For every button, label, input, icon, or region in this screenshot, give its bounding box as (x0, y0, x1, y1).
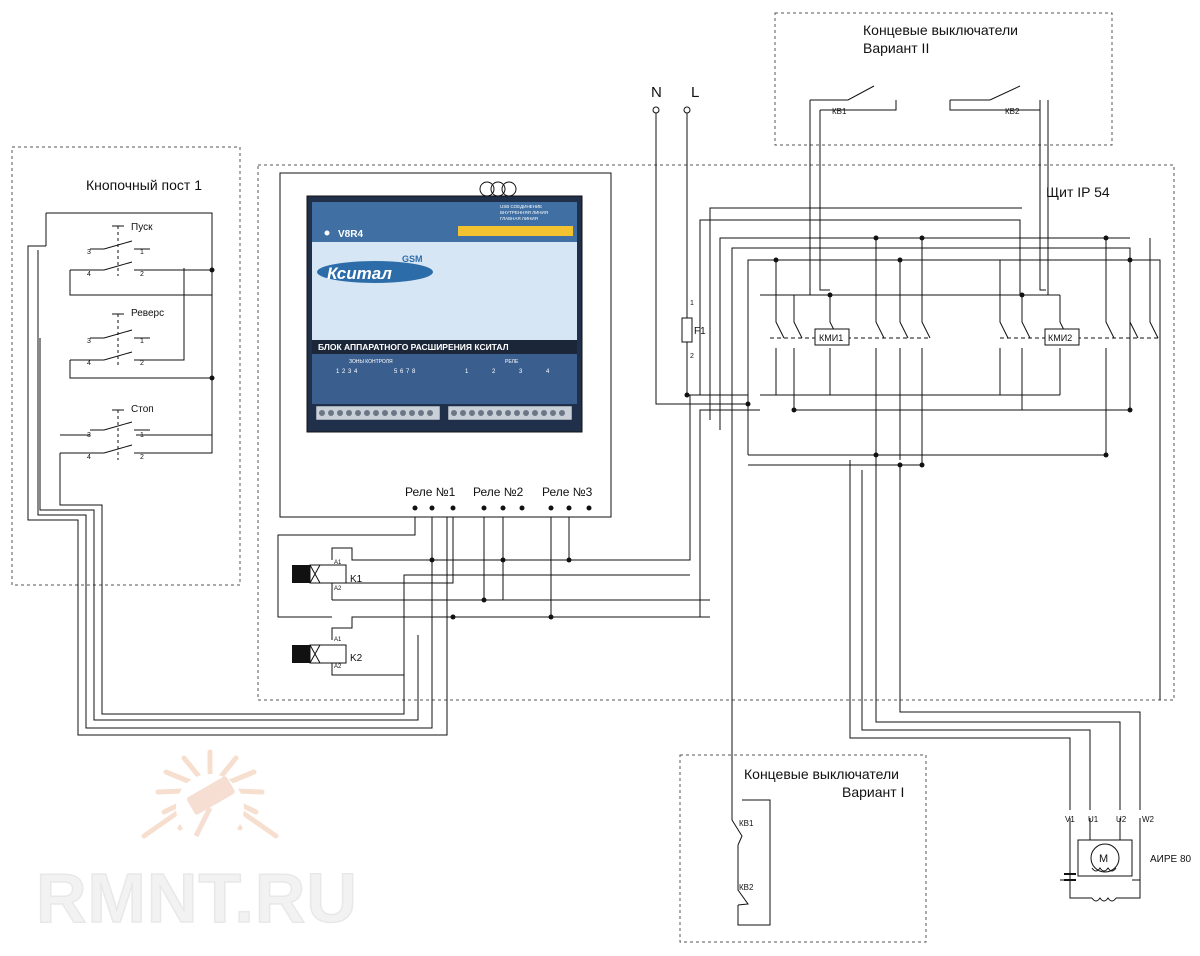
device-title: БЛОК АППАРАТНОГО РАСШИРЕНИЯ КСИТАЛ (318, 342, 509, 352)
pin-label: 1 (140, 432, 144, 439)
button-stop-label: Стоп (131, 404, 154, 415)
n-terminal (652, 106, 660, 114)
pin-label: 1 (140, 338, 144, 345)
expansion-unit-device: V8R4 USB СОЕДИНЕНИЕ ВНУТРЕННЯЯ ЛИНИЯ ГЛА… (279, 172, 612, 518)
motor: M АИРЕ 80 V1 U1 U2 W2 (1060, 815, 1192, 902)
motor-terminal-w2: W2 (1142, 815, 1155, 824)
pin-label: 3 (87, 432, 91, 439)
kv1-v2-label: КВ1 (832, 107, 847, 116)
contactor-kmi2: КМИ2 (1000, 328, 1160, 346)
motor-model: АИРЕ 80 (1150, 854, 1192, 865)
contactor-kmi2-label: КМИ2 (1048, 333, 1072, 343)
button-stop (90, 409, 150, 460)
zone-number: 1 (336, 369, 340, 375)
device-led-legend-3: ГЛАВНАЯ ЛИНИЯ (500, 216, 538, 221)
zone-numbers: 1 2 3 4 5 6 7 8 (336, 369, 416, 375)
kv2-v1-label: КВ2 (739, 883, 754, 892)
relay-numbers: 1 2 3 4 (465, 369, 550, 375)
motor-terminal-v1: V1 (1065, 815, 1075, 824)
coil-k1-a2: A2 (334, 586, 342, 592)
fuse-label: F1 (694, 326, 706, 337)
status-led (324, 230, 330, 236)
button-reverse-label: Реверс (131, 308, 164, 319)
zone-number: 6 (400, 369, 404, 375)
limit-switch-kv1-v1 (731, 810, 743, 846)
pin-label: 2 (140, 454, 144, 461)
coil-k1-label: K1 (350, 574, 363, 585)
coil-k2-label: K2 (350, 653, 363, 664)
zone-number: 2 (342, 369, 346, 375)
zone-number: 7 (406, 369, 410, 375)
button-station-box (11, 146, 241, 586)
button-start-label: Пуск (131, 222, 153, 233)
pin-label: 3 (87, 249, 91, 256)
relay-1-label: Реле №1 (405, 485, 456, 499)
coil-k1-a1: A1 (334, 560, 342, 566)
pin-label: 2 (140, 271, 144, 278)
coil-k2-a1: A1 (334, 637, 342, 643)
limit-switches-v2-title-1: Концевые выключатели (863, 22, 1018, 38)
enclosures (11, 12, 1175, 943)
limit-switch-kv2-v2 (949, 85, 1049, 111)
motor-terminal-u1: U1 (1088, 815, 1099, 824)
kv2-v2-label: КВ2 (1005, 107, 1020, 116)
junction-dots (209, 235, 1133, 620)
l-label: L (691, 84, 699, 101)
motor-symbol: M (1099, 853, 1108, 865)
pin-label: 4 (87, 271, 91, 278)
relay-number: 1 (465, 369, 469, 375)
limit-switches-v2-title-2: Вариант II (863, 40, 929, 56)
pin-label: 2 (140, 360, 144, 367)
terminal-screws (319, 410, 565, 416)
l-terminal (683, 106, 691, 114)
pin-label: 1 (140, 249, 144, 256)
zone-number: 3 (348, 369, 352, 375)
brand-swoosh (317, 261, 433, 283)
contactor-kmi1-label: КМИ1 (819, 333, 843, 343)
device-gsm: GSM (402, 254, 423, 264)
zones-label: ЗОНЫ КОНТРОЛЯ (349, 359, 393, 365)
relay-number: 4 (546, 369, 550, 375)
relay-label: РЕЛЕ (505, 359, 519, 365)
limit-switch-kv1-v2 (810, 85, 897, 111)
pin-label: 4 (87, 360, 91, 367)
motor-terminal-u2: U2 (1116, 815, 1127, 824)
relay-3-label: Реле №3 (542, 485, 593, 499)
watermark: RMNT.RU (35, 749, 358, 938)
n-label: N (651, 84, 662, 101)
fuse-f1: F1 1 2 (681, 300, 706, 360)
relay-number: 3 (519, 369, 523, 375)
device-brand: Кситал (327, 264, 392, 283)
coil-k1: K1 A1 A2 (292, 560, 363, 592)
panel-box (257, 164, 1175, 701)
kv1-v1-label: КВ1 (739, 819, 754, 828)
watermark-text: RMNT.RU (36, 859, 358, 937)
limit-switches-v1-box (679, 754, 927, 943)
device-led-legend-2: ВНУТРЕННЯЯ ЛИНИЯ (500, 210, 548, 215)
panel-title: Щит IP 54 (1046, 184, 1110, 200)
device-model: V8R4 (338, 229, 363, 240)
button-start (90, 225, 150, 276)
fuse-pin-1: 1 (690, 300, 694, 307)
button-station-title: Кнопочный пост 1 (86, 177, 202, 193)
pin-label: 4 (87, 454, 91, 461)
pin-label: 3 (87, 338, 91, 345)
button-reverse (90, 313, 150, 366)
zone-number: 5 (394, 369, 398, 375)
limit-switches-v1-title-2: Вариант I (842, 784, 904, 800)
device-led-legend-1: USB СОЕДИНЕНИЕ (500, 204, 542, 209)
zone-number: 4 (354, 369, 358, 375)
contactor-kmi1: КМИ1 (770, 328, 930, 346)
coil-k2-a2: A2 (334, 664, 342, 670)
relay-2-label: Реле №2 (473, 485, 524, 499)
zone-number: 8 (412, 369, 416, 375)
fuse-pin-2: 2 (690, 353, 694, 360)
coil-k2: K2 A1 A2 (292, 637, 363, 670)
limit-switches-v1-title-1: Концевые выключатели (744, 766, 899, 782)
relay-number: 2 (492, 369, 496, 375)
limit-switches-v2-box (774, 12, 1113, 146)
limit-switch-kv2-v1 (737, 880, 749, 906)
